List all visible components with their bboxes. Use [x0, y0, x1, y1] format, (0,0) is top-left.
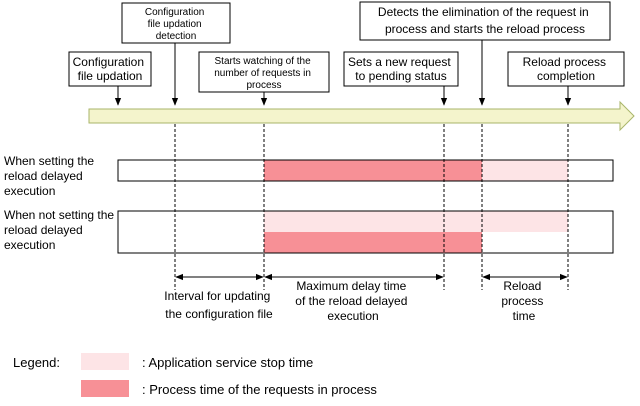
event-box-config-update: Configuration file updation: [68, 51, 152, 106]
event-box-start-watch: Starts watching of the number of request…: [198, 51, 330, 106]
event-label-update-detect: Configuration file updation detection: [145, 7, 207, 42]
legend-title: Legend:: [13, 355, 60, 370]
event-label-detect-elimination: Detects the elimination of the request i…: [378, 5, 592, 36]
legend-swatch-stop: [81, 353, 129, 370]
legend-swatch-request: [81, 380, 129, 397]
stop-time-bar-not-delayed: [264, 211, 568, 232]
event-box-pending: Sets a new request to pending status: [343, 51, 459, 106]
event-label-start-watch: Starts watching of the number of request…: [214, 56, 314, 91]
event-box-update-detect: Configuration file updation detection: [121, 2, 231, 106]
row-label-not-delayed: When not setting the reload delayed exec…: [4, 208, 117, 252]
event-label-pending: Sets a new request to pending status: [348, 55, 454, 83]
legend-label-stop: : Application service stop time: [142, 355, 313, 370]
event-label-reload-done: Reload process completion: [523, 55, 610, 83]
interval-label-reload: Reload process time: [501, 279, 546, 323]
event-label-config-update: Configuration file updation: [73, 55, 148, 83]
legend: Legend: : Application service stop time …: [13, 353, 377, 397]
event-box-detect-elimination: Detects the elimination of the request i…: [359, 1, 611, 106]
request-time-bar-delayed: [264, 160, 482, 181]
legend-label-request: : Process time of the requests in proces…: [142, 382, 377, 397]
row-label-delayed: When setting the reload delayed executio…: [4, 154, 97, 198]
request-time-bar-not-delayed: [264, 232, 482, 253]
time-guides: [174, 124, 569, 290]
timeline-arrow: [88, 100, 635, 132]
interval-label-update: Interval for updating the configuration …: [164, 289, 273, 321]
interval-label-max-delay: Maximum delay time of the reload delayed…: [295, 279, 410, 323]
stop-time-bar-delayed: [482, 160, 568, 181]
event-box-reload-done: Reload process completion: [507, 51, 625, 106]
